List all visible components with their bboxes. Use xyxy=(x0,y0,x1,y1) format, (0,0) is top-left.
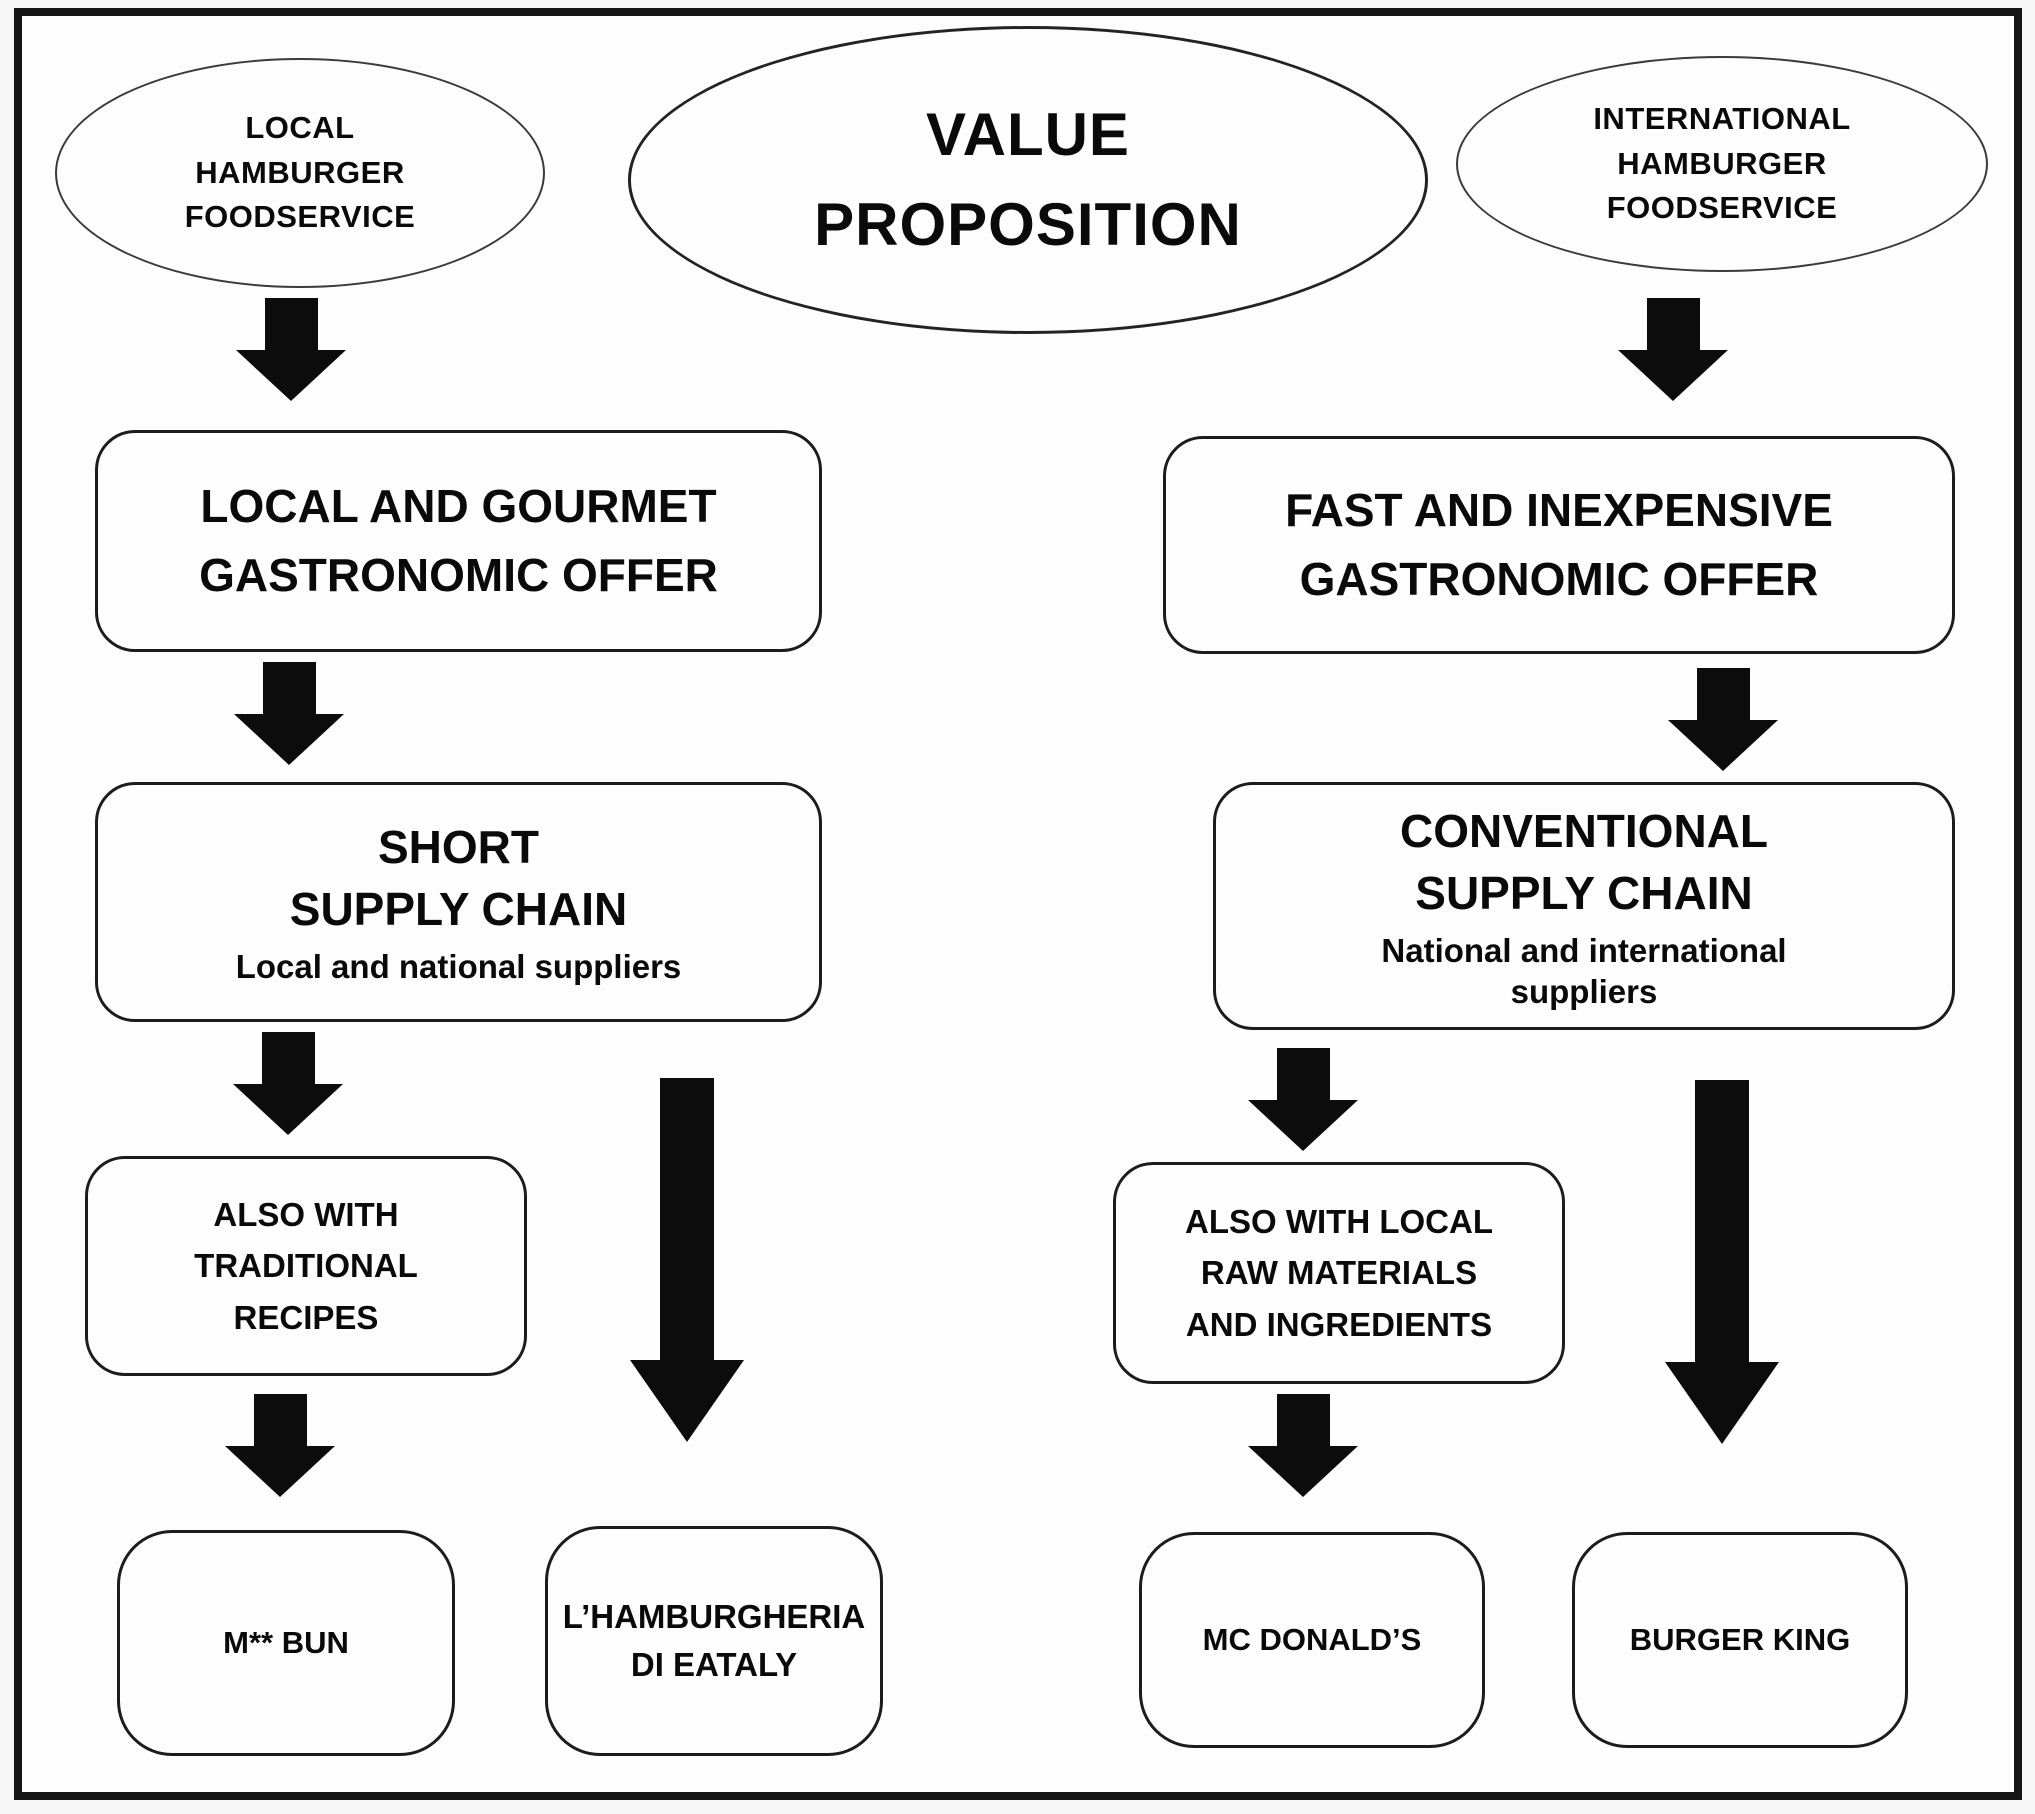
arrow-shaft xyxy=(1696,668,1750,720)
arrow-short-chain-to-traditional-recipes-icon xyxy=(233,1032,343,1135)
arrow-shaft xyxy=(1695,1080,1749,1362)
box-m-bun: M** BUN xyxy=(117,1530,455,1756)
conventional-supply-chain-title: CONVENTIONAL SUPPLY CHAIN xyxy=(1400,804,1768,919)
arrow-head xyxy=(225,1446,335,1497)
arrow-head xyxy=(630,1360,744,1442)
box-short-supply-chain: SHORT SUPPLY CHAIN Local and national su… xyxy=(95,782,822,1022)
arrow-head xyxy=(1248,1446,1358,1497)
box-fast-inexpensive-offer: FAST AND INEXPENSIVE GASTRONOMIC OFFER xyxy=(1163,436,1955,654)
arrow-shaft xyxy=(1276,1394,1330,1446)
arrow-conventional-chain-to-raw-materials-icon xyxy=(1248,1048,1358,1151)
box-local-gourmet-offer: LOCAL AND GOURMET GASTRONOMIC OFFER xyxy=(95,430,822,652)
box-burger-king: BURGER KING xyxy=(1572,1532,1908,1748)
arrow-shaft xyxy=(1646,298,1700,350)
arrow-head xyxy=(1248,1100,1358,1151)
short-supply-chain-title: SHORT SUPPLY CHAIN xyxy=(289,821,628,936)
arrow-traditional-recipes-to-mbun-icon xyxy=(225,1394,335,1497)
arrow-raw-materials-to-mcdonalds-icon xyxy=(1248,1394,1358,1497)
arrow-head xyxy=(1665,1362,1779,1444)
box-traditional-recipes: ALSO WITH TRADITIONAL RECIPES xyxy=(85,1156,527,1376)
arrow-shaft xyxy=(660,1078,714,1360)
arrow-shaft xyxy=(262,662,316,714)
arrow-head xyxy=(1618,350,1728,401)
ellipse-international-hamburger-foodservice: INTERNATIONAL HAMBURGER FOODSERVICE xyxy=(1456,56,1988,272)
arrow-head xyxy=(236,350,346,401)
arrow-shaft xyxy=(261,1032,315,1084)
ellipse-value-proposition: VALUE PROPOSITION xyxy=(628,26,1428,334)
box-hamburgheria-di-eataly: L’HAMBURGHERIA DI EATALY xyxy=(545,1526,883,1756)
box-conventional-supply-chain: CONVENTIONAL SUPPLY CHAIN National and i… xyxy=(1213,782,1955,1030)
short-supply-chain-subtitle: Local and national suppliers xyxy=(235,948,682,986)
arrow-head xyxy=(234,714,344,765)
conventional-supply-chain-subtitle: National and international suppliers xyxy=(1381,931,1787,1011)
arrow-local-foodservice-to-gourmet-offer-icon xyxy=(236,298,346,401)
arrow-gourmet-offer-to-short-chain-icon xyxy=(234,662,344,765)
arrow-shaft xyxy=(264,298,318,350)
arrow-international-foodservice-to-fast-offer-icon xyxy=(1618,298,1728,401)
arrow-shaft xyxy=(253,1394,307,1446)
arrow-head xyxy=(1668,720,1778,771)
box-mc-donalds: MC DONALD’S xyxy=(1139,1532,1485,1748)
arrow-shaft xyxy=(1276,1048,1330,1100)
arrow-short-chain-to-hamburgheria-icon xyxy=(630,1078,744,1442)
box-local-raw-materials: ALSO WITH LOCAL RAW MATERIALS AND INGRED… xyxy=(1113,1162,1565,1384)
arrow-fast-offer-to-conventional-chain-icon xyxy=(1668,668,1778,771)
arrow-conventional-chain-to-burger-king-icon xyxy=(1665,1080,1779,1444)
ellipse-local-hamburger-foodservice: LOCAL HAMBURGER FOODSERVICE xyxy=(55,58,545,288)
arrow-head xyxy=(233,1084,343,1135)
